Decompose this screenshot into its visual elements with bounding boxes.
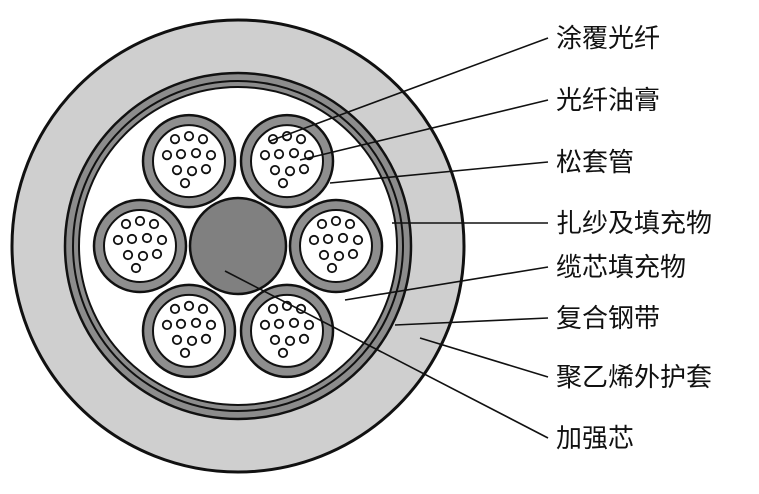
- coated-fiber: [273, 149, 285, 160]
- coated-fiber: [175, 318, 187, 329]
- label-strength-member: 加强芯: [556, 424, 634, 454]
- coated-fiber: [322, 233, 334, 245]
- label-composite-steel-tape: 复合钢带: [556, 304, 660, 334]
- coated-fiber: [303, 319, 315, 330]
- coated-fiber: [277, 178, 289, 189]
- coated-fiber: [171, 165, 183, 176]
- fiber-gel: [152, 293, 226, 368]
- coated-fiber: [344, 218, 356, 230]
- coated-fiber: [179, 178, 191, 189]
- coated-fiber: [122, 249, 134, 261]
- leader-lines: [224, 37, 549, 439]
- coated-fiber: [190, 148, 202, 159]
- label-pe-outer-sheath: 聚乙烯外护套: [556, 363, 712, 393]
- strength-member: [188, 196, 288, 296]
- coated-fiber: [298, 164, 310, 175]
- coated-fiber: [137, 250, 149, 262]
- coated-fiber: [326, 262, 338, 274]
- coated-fiber: [205, 319, 217, 330]
- coated-fiber: [183, 131, 195, 142]
- label-binder-and-filler: 扎纱及填充物: [556, 209, 712, 239]
- coated-fiber: [190, 317, 202, 328]
- coated-fiber: [273, 318, 285, 329]
- coated-fiber: [197, 303, 209, 314]
- cable-cross-section: [10, 18, 466, 474]
- leader-cable-core-filler: [344, 266, 549, 301]
- coated-fiber: [347, 248, 359, 260]
- fiber-gel: [250, 124, 324, 199]
- coated-fiber: [200, 164, 212, 175]
- leader-composite-steel-tape: [394, 317, 549, 326]
- coated-fiber: [130, 262, 142, 274]
- coated-fiber: [284, 166, 296, 177]
- coated-fiber: [156, 234, 168, 246]
- coated-fiber: [171, 334, 183, 345]
- coated-fiber: [134, 215, 146, 227]
- coated-fiber: [175, 149, 187, 160]
- coated-fiber: [151, 248, 163, 260]
- label-loose-tube: 松套管: [556, 148, 634, 178]
- fiber-gel: [152, 124, 226, 199]
- coated-fiber: [186, 166, 198, 177]
- coated-fiber: [267, 303, 279, 314]
- coated-fiber: [112, 234, 124, 246]
- coated-fiber: [288, 317, 300, 328]
- coated-fiber: [298, 333, 310, 344]
- leader-loose-tube: [329, 161, 549, 184]
- coated-fiber: [197, 134, 209, 145]
- coated-fiber: [269, 165, 281, 176]
- coated-fiber: [269, 334, 281, 345]
- coated-fiber: [200, 333, 212, 344]
- coated-fiber: [183, 300, 195, 311]
- leader-coated-fiber: [269, 37, 549, 142]
- coated-fiber: [288, 148, 300, 159]
- coated-fiber: [333, 250, 345, 262]
- coated-fiber: [259, 319, 271, 330]
- leader-strength-member: [224, 270, 549, 439]
- coated-fiber: [318, 249, 330, 261]
- coated-fiber: [295, 134, 307, 145]
- label-cable-core-filler: 缆芯填充物: [556, 253, 686, 283]
- coated-fiber: [205, 150, 217, 161]
- leader-fiber-gel: [299, 99, 549, 161]
- label-coated-fiber: 涂覆光纤: [556, 24, 660, 54]
- coated-fiber: [161, 319, 173, 330]
- coated-fiber: [169, 303, 181, 314]
- coated-fiber: [148, 218, 160, 230]
- fiber-gel: [103, 209, 177, 283]
- coated-fiber: [259, 150, 271, 161]
- coated-fiber: [330, 215, 342, 227]
- coated-fiber: [284, 335, 296, 346]
- coated-fiber: [179, 347, 191, 358]
- binder-ring: [72, 80, 404, 412]
- coated-fiber: [277, 347, 289, 358]
- coated-fiber: [169, 134, 181, 145]
- leader-pe-outer-sheath: [419, 337, 549, 378]
- coated-fiber: [352, 234, 364, 246]
- fiber-gel: [299, 209, 373, 283]
- coated-fiber: [316, 218, 328, 230]
- coated-fiber: [337, 232, 349, 244]
- coated-fiber: [120, 218, 132, 230]
- label-fiber-gel: 光纤油膏: [556, 86, 660, 116]
- loose-tubes: [92, 113, 384, 379]
- coated-fiber: [161, 150, 173, 161]
- labels: 涂覆光纤 光纤油膏 松套管 扎纱及填充物 缆芯填充物 复合钢带 聚乙烯外护套 加…: [556, 24, 712, 454]
- coated-fiber: [126, 233, 138, 245]
- coated-fiber: [308, 234, 320, 246]
- coated-fiber: [141, 232, 153, 244]
- coated-fiber: [186, 335, 198, 346]
